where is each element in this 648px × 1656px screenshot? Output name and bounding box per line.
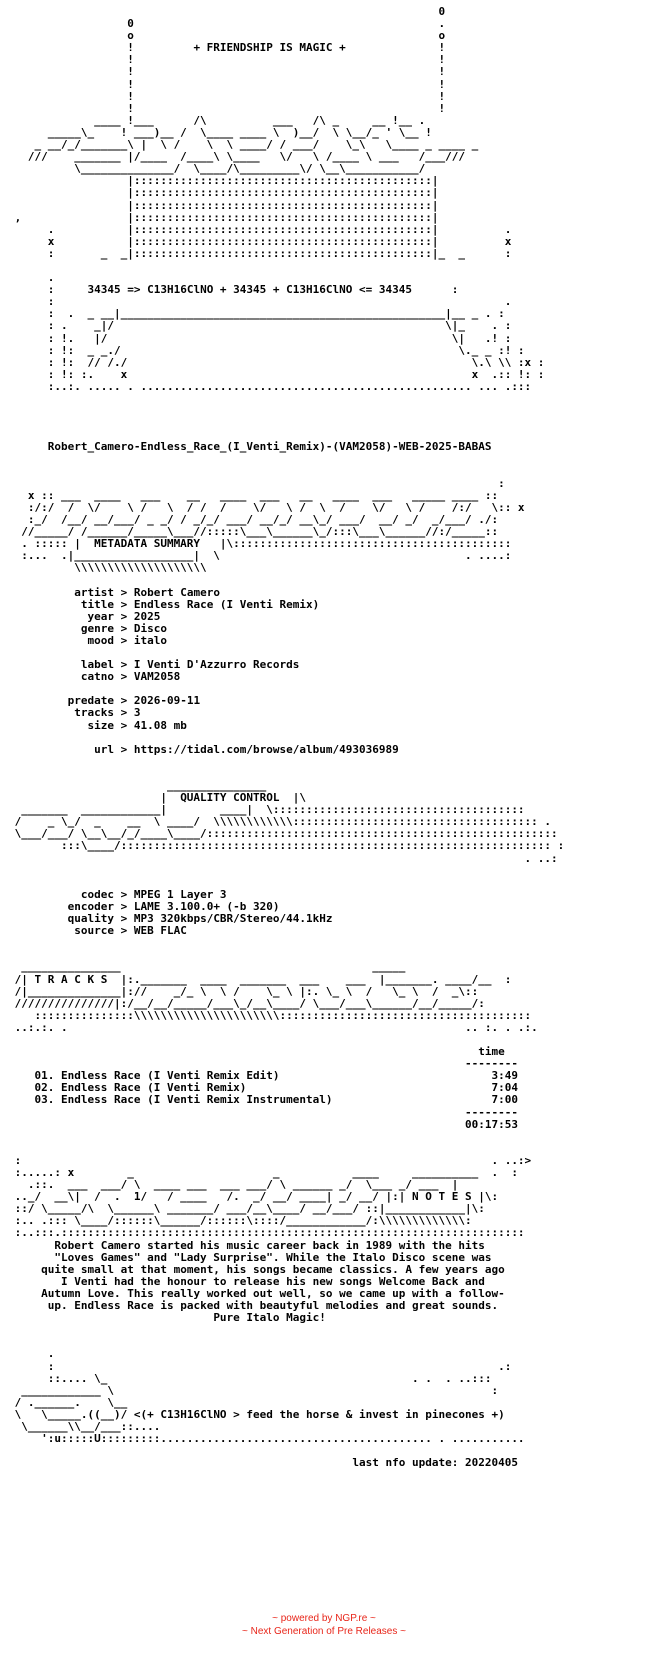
banner-formula: 34345 => C13H16ClNO + 34345 + C13H16ClNO… [87, 283, 412, 297]
last-update: last nfo update: 20220405 [352, 1456, 518, 1470]
notes-line: up. Endless Race is packed with beautyfu… [47, 1299, 499, 1313]
metadata-genre: Disco [133, 621, 167, 635]
quality-encoder: LAME 3.100.0+ (-b 320) [133, 899, 280, 913]
banner-motto: + FRIENDSHIP IS MAGIC + [193, 41, 346, 55]
metadata-tracks: 3 [133, 706, 141, 720]
metadata-size: 41.08 mb [133, 718, 187, 732]
metadata-label: I Venti D'Azzurro Records [133, 658, 300, 672]
footer: ~ powered by NGP.re ~ ~ Next Generation … [0, 1612, 648, 1638]
metadata-artist: Robert Camero [133, 585, 220, 599]
track-title: Endless Race (I Venti Remix Edit) [61, 1069, 280, 1083]
notes-line: Autumn Love. This really worked out well… [41, 1286, 505, 1300]
notes-line: I Venti had the honour to release his ne… [60, 1274, 485, 1288]
notes-heading: N O T E S [411, 1190, 472, 1204]
metadata-heading: METADATA SUMMARY [94, 537, 201, 551]
metadata-year: 2025 [133, 609, 161, 623]
quality-codec: MPEG 1 Layer 3 [133, 887, 227, 901]
next-generation-link[interactable]: ~ Next Generation of Pre Releases ~ [242, 1626, 406, 1637]
track-number: 03. [34, 1093, 55, 1107]
quality-source: WEB FLAC [133, 924, 187, 938]
track-time: 7:00 [491, 1093, 518, 1107]
notes-line: "Loves Games" and "Lady Surprise". While… [54, 1250, 492, 1264]
quality-quality: MP3 320kbps/CBR/Stereo/44.1kHz [133, 912, 333, 926]
notes-line: Robert Camero started his music career b… [54, 1238, 485, 1252]
quality-heading: QUALITY CONTROL [180, 791, 280, 805]
notes-line: quite small at that moment, his songs be… [41, 1262, 505, 1276]
track-number: 01. [34, 1069, 55, 1083]
track-time: 7:04 [491, 1081, 518, 1095]
sign-off: <(+ C13H16ClNO > feed the horse & invest… [133, 1407, 505, 1421]
metadata-catno: VAM2058 [133, 670, 181, 684]
nfo-text: 0 0 . o o ! + FRIENDSHIP IS MAGIC + [8, 6, 565, 1470]
track-number: 02. [34, 1081, 55, 1095]
metadata-url: https://tidal.com/browse/album/493036989 [133, 742, 399, 756]
powered-by-link[interactable]: ~ powered by NGP.re ~ [272, 1613, 376, 1624]
time-header: time [478, 1045, 505, 1059]
tracks-heading: T R A C K S [34, 972, 108, 986]
track-title: Endless Race (I Venti Remix Instrumental… [61, 1093, 333, 1107]
track-time: 3:49 [491, 1069, 518, 1083]
total-time: 00:17:53 [464, 1117, 518, 1131]
metadata-mood: italo [133, 633, 167, 647]
notes-line: Pure Italo Magic! [213, 1311, 326, 1325]
metadata-predate: 2026-09-11 [133, 694, 201, 708]
release-name: Robert_Camero-Endless_Race_(I_Venti_Remi… [47, 440, 492, 454]
track-title: Endless Race (I Venti Remix) [61, 1081, 247, 1095]
metadata-title: Endless Race (I Venti Remix) [133, 597, 320, 611]
